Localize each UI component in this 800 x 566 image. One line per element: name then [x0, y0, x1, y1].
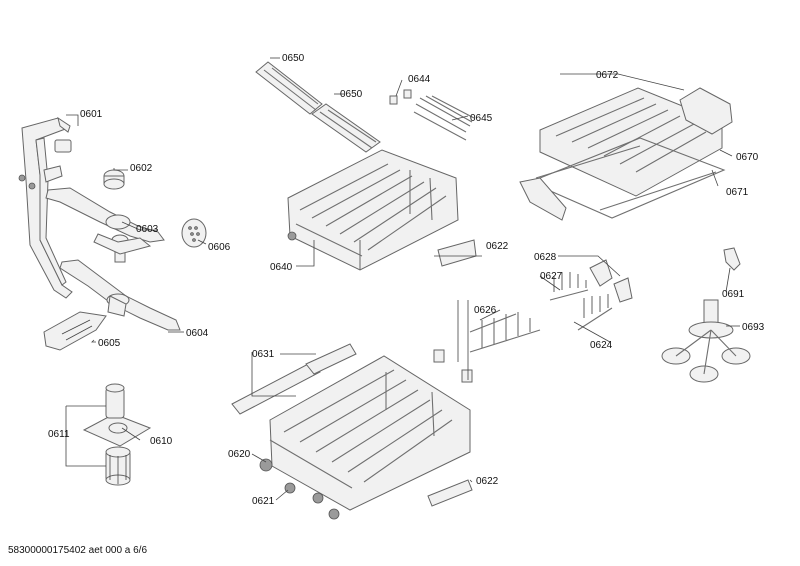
lower-basket-0620 — [259, 355, 471, 511]
label-0693: 0693 — [742, 322, 765, 333]
filter-cover-0605 — [43, 311, 107, 351]
tine-rack-0626 — [469, 312, 541, 353]
label-0640: 0640 — [270, 262, 293, 273]
label-0627: 0627 — [540, 271, 563, 282]
cutlery-rail-0650-b — [311, 103, 381, 153]
label-0621: 0621 — [252, 496, 275, 507]
label-0631: 0631 — [252, 349, 275, 360]
coarse-filter-0611 — [105, 446, 131, 486]
label-0622-upper: 0622 — [486, 241, 509, 252]
label-0605: 0605 — [98, 338, 121, 349]
tine-rows-0631 — [231, 343, 357, 415]
basket-handle-0622-lower — [427, 479, 473, 507]
label-0671: 0671 — [726, 187, 749, 198]
filter-disc-0606 — [181, 218, 207, 248]
tine-rack-0628 — [577, 294, 613, 331]
upper-basket-0640 — [287, 149, 459, 271]
label-0622-lower: 0622 — [476, 476, 499, 487]
label-0604: 0604 — [186, 328, 209, 339]
label-0672: 0672 — [596, 70, 619, 81]
label-0644: 0644 — [408, 74, 431, 85]
label-0650-top: 0650 — [282, 53, 305, 64]
rack-holders — [433, 259, 633, 383]
upper-spray-arm-0603 — [45, 187, 165, 263]
label-0650-mid: 0650 — [340, 89, 363, 100]
fold-down-tines-0645 — [413, 95, 475, 141]
label-0626: 0626 — [474, 305, 497, 316]
label-0645: 0645 — [470, 113, 493, 124]
hook-0691 — [723, 247, 741, 271]
drawer-end-piece-0670 — [679, 87, 733, 135]
label-0611: 0611 — [48, 429, 70, 440]
label-0624: 0624 — [590, 340, 613, 351]
spray-head-0693 — [661, 299, 751, 383]
label-0601: 0601 — [80, 109, 103, 120]
small-clip-0644 — [389, 89, 412, 105]
label-0606: 0606 — [208, 242, 231, 253]
tine-rack-0627 — [549, 272, 589, 301]
cutlery-rail-0650-a — [255, 61, 323, 115]
label-0603: 0603 — [136, 224, 159, 235]
drawer-rail-bracket — [519, 177, 567, 221]
drawer-frame-0671 — [528, 137, 726, 219]
lower-spray-arm-0604 — [59, 259, 181, 331]
basket-handle-0622-upper — [437, 239, 477, 267]
leader-lines — [65, 57, 740, 501]
label-0670: 0670 — [736, 152, 759, 163]
document-reference: 58300000175402 aet 000 a 6/6 — [8, 545, 148, 556]
label-0610: 0610 — [150, 436, 173, 447]
microfilter-0610 — [82, 383, 152, 447]
label-0620: 0620 — [228, 449, 251, 460]
label-0691: 0691 — [722, 289, 745, 300]
label-0628: 0628 — [534, 252, 557, 263]
spray-arm-hub-0602 — [103, 169, 125, 190]
part-labels: 0601 0602 0603 0604 0605 0606 0610 0611 … — [48, 53, 765, 507]
label-0602: 0602 — [130, 163, 153, 174]
spray-arm-supply-pipe — [18, 116, 73, 299]
